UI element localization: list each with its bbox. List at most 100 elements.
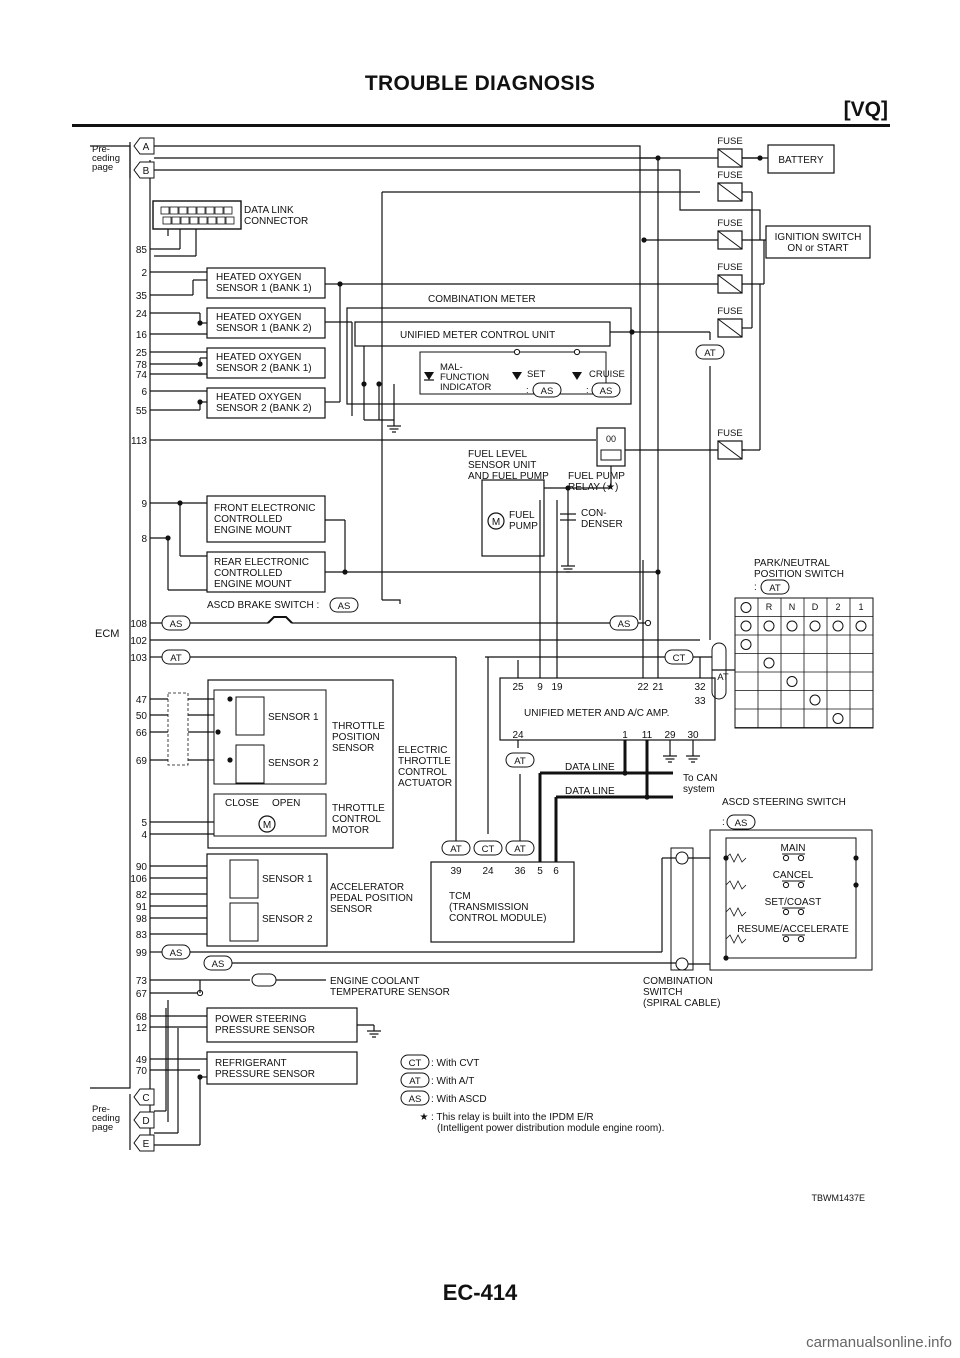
brake-as-badge-label: AS: [338, 601, 351, 612]
dlc-pin: [187, 206, 197, 215]
fuel-pump-label: PUMP: [509, 521, 538, 532]
throttle-motor-letter: M: [263, 820, 271, 831]
legend-star-note: (Intelligent power distribution module e…: [437, 1123, 664, 1134]
ascd-steering-label: ASCD STEERING SWITCH: [722, 797, 846, 808]
pnp-position-label: 1: [858, 602, 863, 612]
cruise-label: CRUISE: [589, 369, 625, 380]
tcm-at-badge-label: AT: [450, 844, 462, 855]
steering-button-label: SET/COAST: [765, 897, 822, 908]
preceding-page-bottom: page: [92, 1122, 113, 1133]
tps-label: SENSOR: [332, 743, 374, 754]
wire: [382, 599, 401, 604]
terminal: [782, 908, 790, 916]
ecm-pin-label: 98: [136, 914, 148, 925]
wire: [717, 440, 743, 460]
splice-dot: [853, 882, 859, 888]
heated-oxygen-sensor-box: [206, 387, 326, 419]
terminal: [782, 854, 790, 862]
brake-as-badge: [329, 597, 359, 613]
ecm-label: ECM: [95, 628, 119, 640]
page-title: TROUBLE DIAGNOSIS: [364, 72, 596, 95]
ecm-pin-label: 102: [130, 636, 147, 647]
throttle-motor-label: CONTROL: [332, 814, 381, 825]
accelerator-pedal-sensor-box: [206, 853, 328, 947]
tps-label: POSITION: [332, 732, 380, 743]
connector-d-letter: D: [142, 1116, 149, 1127]
etc-label: ACTUATOR: [398, 778, 452, 789]
connector-d: [133, 1111, 155, 1129]
apps1-element: [229, 859, 259, 899]
sensor2-element: [235, 744, 265, 784]
tcm-pin-label: 6: [553, 866, 559, 877]
ecm-pin-label: 66: [136, 728, 148, 739]
cruise-as-badge: [591, 382, 621, 398]
unified-amp-box: [499, 677, 716, 741]
front-mount-label: ENGINE MOUNT: [214, 525, 292, 536]
wire: [717, 318, 743, 338]
tcm-pin-label: 36: [514, 866, 526, 877]
fuel-pump-motor-icon: [487, 512, 505, 530]
heated-oxygen-sensor-label: HEATED OXYGEN: [216, 352, 301, 363]
fuse-at-badge-label: AT: [704, 348, 716, 359]
pnp-contact: [809, 694, 821, 706]
terminal: [644, 619, 652, 627]
steering-resistor: [725, 934, 747, 944]
tcm-pin-label: 5: [537, 866, 543, 877]
ecm-pin-label: 4: [141, 830, 147, 841]
ecm-pin-label: 67: [136, 989, 148, 1000]
pnp-contact: [763, 620, 775, 632]
pnp-contact: [786, 676, 798, 687]
amp-pin-label: 32: [694, 682, 706, 693]
combination-switch-label: SWITCH: [643, 987, 682, 998]
wire: [154, 169, 761, 240]
ecm-pin-label: 5: [141, 818, 147, 829]
connector-e-letter: E: [143, 1139, 150, 1150]
connector-a: [133, 137, 155, 155]
dlc-pin: [214, 206, 224, 215]
throttle-position-sensor-box: [213, 689, 327, 785]
set-colon: :: [526, 385, 529, 396]
terminal: [573, 348, 581, 356]
data-line-label: DATA LINE: [565, 762, 615, 773]
ignition-switch-label: IGNITION SWITCH: [775, 232, 862, 243]
ecm-pin-label: 91: [136, 902, 148, 913]
pin108-as-badge-label: AS: [170, 619, 183, 630]
dlc-pin: [223, 206, 233, 215]
splice-dot: [215, 729, 221, 735]
amp-pin-label: 24: [512, 730, 524, 741]
apps2-element: [229, 902, 259, 942]
ecm-pin-label: 16: [136, 330, 148, 341]
set-lamp-icon: [512, 372, 522, 380]
terminal: [797, 908, 805, 916]
battery-box: [767, 144, 835, 174]
legend-at-badge-label: AT: [409, 1076, 421, 1087]
fuse-label: FUSE: [717, 262, 742, 273]
ect-label: ENGINE COOLANT: [330, 976, 419, 987]
ascd-brake-switch-icon: [267, 616, 293, 624]
amp-ct-badge-label: CT: [673, 653, 686, 664]
pnp-contact: [855, 620, 867, 632]
ecm-pin-label: 73: [136, 976, 148, 987]
spiral-cable: [670, 847, 694, 971]
ignition-switch-label: ON or START: [787, 243, 848, 254]
tps-sensor1-label: SENSOR 1: [268, 712, 319, 723]
combination-meter-label: COMBINATION METER: [428, 294, 536, 305]
steering-button-label: CANCEL: [773, 870, 814, 881]
ecm-pin-label: 69: [136, 756, 148, 767]
pnp-contact: [832, 620, 844, 632]
steering-as-badge-label: AS: [735, 818, 748, 829]
amp-pin-label: 19: [551, 682, 563, 693]
splice-dot: [361, 381, 367, 387]
ecm-pin-label: 9: [141, 499, 147, 510]
ecm-pin-label: 70: [136, 1066, 148, 1077]
tps-label: THROTTLE: [332, 721, 385, 732]
amp-pin-label: 1: [622, 730, 628, 741]
heated-oxygen-sensor-label: SENSOR 2 (BANK 2): [216, 403, 312, 414]
fuse-at-badge: [695, 344, 725, 360]
etc-label: THROTTLE: [398, 756, 451, 767]
dlc-pin: [180, 216, 190, 225]
data-link-connector: [152, 200, 242, 230]
pnp-contact: [786, 620, 798, 632]
header-rule: [72, 124, 890, 127]
